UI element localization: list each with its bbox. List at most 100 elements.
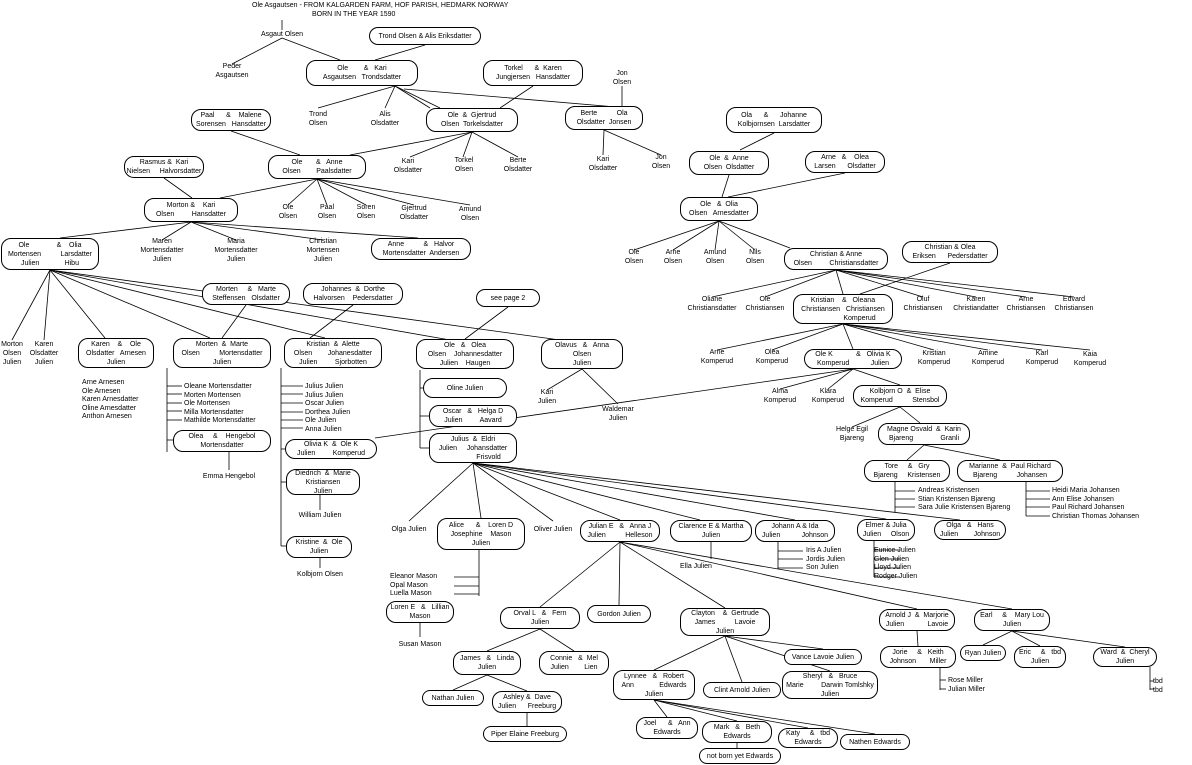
connector-line <box>851 406 901 428</box>
person-label: Trond Olsen <box>308 111 328 127</box>
couple-box: Paal & Malene Sorensen Hansdatter <box>191 109 271 131</box>
couple-box: Loren E & Lillian Mason <box>386 601 454 623</box>
couple-box: Ole & Olea Olsen Johannesdatter Julien H… <box>416 339 514 369</box>
person-label: Peder Asgautsen <box>215 63 249 79</box>
person-label: Ole Olsen <box>278 204 298 220</box>
connector-line <box>190 221 324 241</box>
connector-line <box>653 699 876 735</box>
couple-box: Kristine & Ole Julien <box>286 536 352 558</box>
connector-line <box>835 269 844 295</box>
person-label: Kari Olsdatter <box>588 156 618 172</box>
connector-line <box>906 444 925 461</box>
connector-line <box>161 221 192 241</box>
person-label: Maren Mortensdatter Julien <box>140 237 184 263</box>
person-label: Olea Komperud <box>755 349 789 365</box>
person-label: Amund Olsen <box>703 249 727 265</box>
child-list-item: Ann Elise Johansen <box>1052 495 1114 503</box>
connector-line <box>499 85 534 109</box>
child-list-item: Anthon Arnesen <box>82 413 132 420</box>
connector-line <box>714 220 720 251</box>
connector-line <box>982 630 1013 646</box>
connector-line <box>827 368 854 390</box>
person-label: Klara Komperud <box>811 388 845 404</box>
child-list-item: Dorthea Julien <box>305 408 351 416</box>
person-label: Jon Olsen <box>651 154 671 170</box>
connector-line <box>472 462 887 520</box>
child-list-item: Eleanor Mason <box>390 573 438 580</box>
child-list-item: Rodger Julien <box>874 572 918 580</box>
child-list-item: Mathilde Mortensdatter <box>184 417 256 424</box>
connector-line <box>835 269 924 298</box>
connector-line <box>724 635 824 650</box>
person-label: Waldemar Julien <box>602 406 634 422</box>
couple-box: Nathen Edwards <box>840 734 910 750</box>
person-label: Kolbjorn Olsen <box>297 570 343 578</box>
connector-line <box>316 178 367 206</box>
connector-line <box>842 323 935 351</box>
connector-line <box>718 220 756 251</box>
connector-line <box>408 462 474 522</box>
child-list-item: Ole Julien <box>305 417 337 424</box>
connector-line <box>49 269 211 339</box>
connector-line <box>923 444 1001 461</box>
person-label: Kristian Komperud <box>917 350 951 366</box>
child-list-item: tbd <box>1153 686 1163 694</box>
couple-box: Morten & Marte Olsen Mortensdatter Julie… <box>173 338 271 368</box>
connector-line <box>49 269 326 339</box>
child-list-item: Luella Mason <box>390 590 432 597</box>
child-list-item: Ole Arnesen <box>82 387 121 395</box>
connector-line <box>618 541 621 606</box>
couple-box: Johann A & Ida Julien Johnson <box>755 520 835 542</box>
header-line-1: Ole Asgautsen - FROM KALGARDEN FARM, HOF… <box>252 2 509 9</box>
couple-box: Morton & Kari Olsen Hansdatter <box>144 198 238 222</box>
person-label: Berte Olsdatter <box>503 157 533 173</box>
child-list-item: Morten Mortensen <box>184 391 241 399</box>
connector-line <box>163 177 193 199</box>
child-list-item: Karen Arnesdatter <box>82 396 139 403</box>
connector-line <box>486 674 528 692</box>
person-label: Maria Mortensdatter Julien <box>214 237 258 263</box>
connector-line <box>230 130 301 156</box>
connector-line <box>309 304 354 339</box>
person-label: Arne Komperud <box>700 349 734 365</box>
couple-box: Diedrich & Marie Kristiansen Julien <box>286 469 360 495</box>
couple-box: not born yet Edwards <box>699 748 781 764</box>
child-list-item: Oline Arnesdatter <box>82 404 137 412</box>
connector-line <box>219 178 318 199</box>
couple-box: Clarence E & Martha Julien <box>670 520 752 542</box>
child-list-item: Opal Mason <box>390 581 428 589</box>
person-label: William Julien <box>298 511 342 519</box>
child-list-item: Oscar Julien <box>305 400 344 407</box>
child-list-item: Lloyd Julien <box>874 564 911 571</box>
person-label: Karl Komperud <box>1025 350 1059 366</box>
connector-line <box>49 269 106 339</box>
connector-line <box>835 269 1027 298</box>
connector-line <box>859 262 951 295</box>
connector-line <box>472 462 554 522</box>
couple-box: Johannes & Dorthe Halvorsen Pedersdatter <box>303 283 403 305</box>
child-list-item: Rose Miller <box>948 677 984 684</box>
child-list-item: Julian Miller <box>948 685 985 693</box>
connector-line <box>374 44 426 61</box>
connector-line <box>190 221 237 241</box>
connector-line <box>316 178 415 206</box>
connector-line <box>1011 630 1126 648</box>
connector-line <box>472 462 701 521</box>
connector-line <box>842 323 1091 351</box>
connector-line <box>287 178 318 206</box>
child-list-item: Andreas Kristensen <box>918 487 980 494</box>
couple-box: Ole & Kari Asgautsen Trondsdatter <box>306 60 418 86</box>
couple-box: Gordon Julien <box>587 605 651 623</box>
couple-box: Berte Ola Olsdatter Jonsen <box>565 106 643 130</box>
couple-box: Olavus & Anna Olsen Julien <box>541 339 623 369</box>
couple-box: Orval L & Fern Julien <box>500 607 580 629</box>
connector-line <box>619 541 1013 610</box>
connector-line <box>653 635 726 671</box>
couple-box: Earl & Mary Lou Julien <box>974 609 1050 631</box>
couple-box: Anne & Halvor Mortensdatter Andersen <box>371 238 471 260</box>
connector-line <box>59 221 192 239</box>
couple-box: Ole & Olia Olsen Arnesdatter <box>680 197 758 221</box>
child-list-item: Oleane Mortensdatter <box>184 383 252 390</box>
connector-line <box>739 132 775 151</box>
